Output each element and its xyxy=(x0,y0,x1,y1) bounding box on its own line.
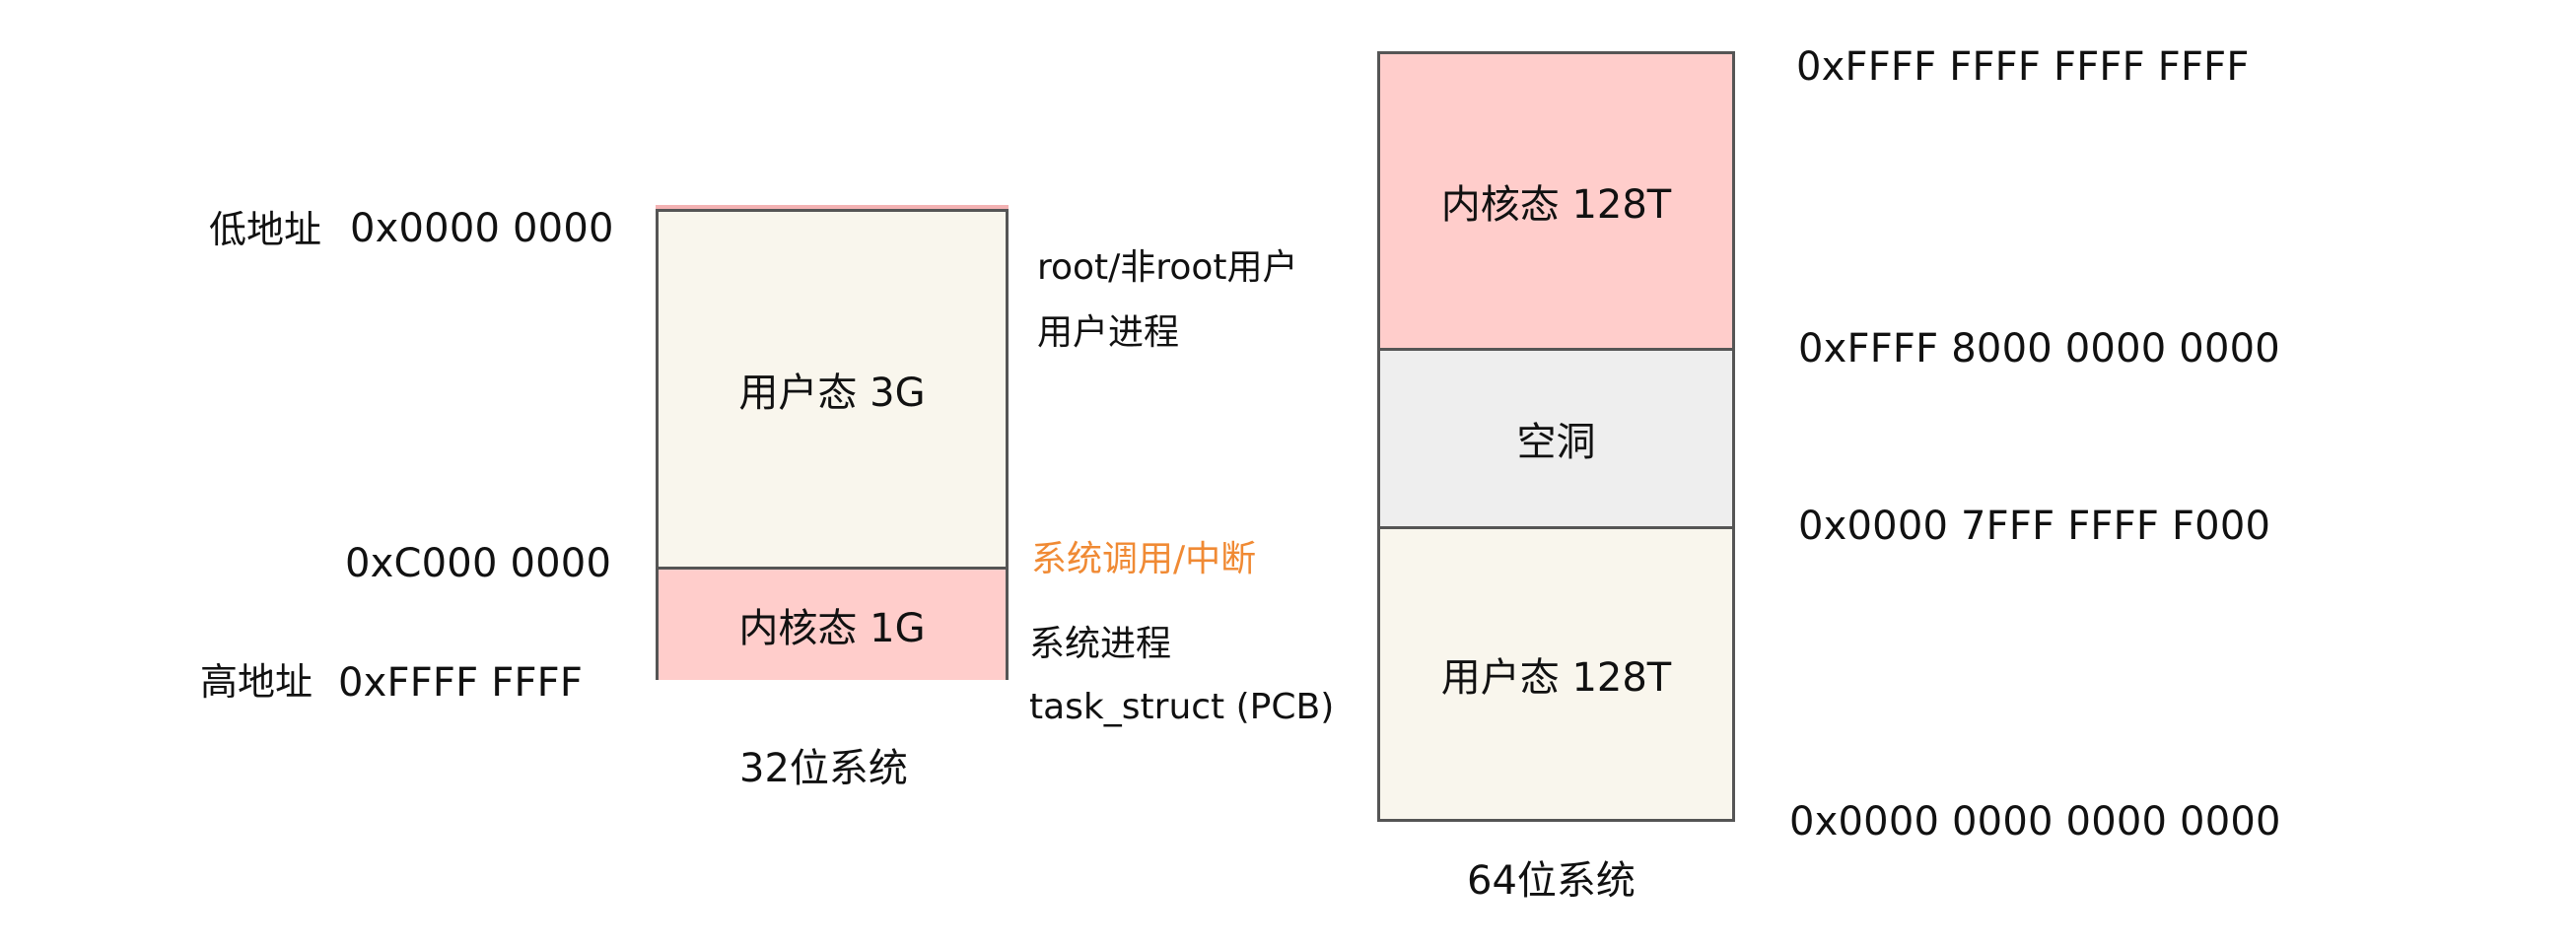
kernel-space-segment-64: 内核态 128T xyxy=(1380,54,1732,351)
high-address-label: 高地址 xyxy=(200,660,313,704)
note-user-type: root/非root用户 xyxy=(1037,247,1298,288)
user-space-label-64: 用户态 128T xyxy=(1440,655,1672,701)
address-64-kernel-start: 0xFFFF 8000 0000 0000 xyxy=(1798,326,2280,372)
kernel-space-label-64: 内核态 128T xyxy=(1440,182,1672,228)
address-hole-label: 空洞 xyxy=(1516,420,1596,465)
address-32-mid: 0xC000 0000 xyxy=(345,541,612,586)
memory-column-64bit: 内核态 128T 空洞 用户态 128T xyxy=(1377,51,1735,822)
user-space-segment-32: 用户态 3G xyxy=(656,209,1009,567)
address-64-user-end: 0x0000 7FFF FFFF F000 xyxy=(1798,504,2271,549)
low-address-label: 低地址 xyxy=(209,208,322,251)
note-syscall-interrupt: 系统调用/中断 xyxy=(1031,539,1257,579)
caption-32bit: 32位系统 xyxy=(739,746,908,791)
column-top-strip xyxy=(656,205,1009,209)
address-64-bottom: 0x0000 0000 0000 0000 xyxy=(1789,799,2281,845)
memory-column-32bit: 用户态 3G 内核态 1G xyxy=(656,205,1009,680)
caption-64bit: 64位系统 xyxy=(1467,858,1636,904)
note-user-process: 用户进程 xyxy=(1037,312,1180,353)
address-hole-segment: 空洞 xyxy=(1380,351,1732,529)
kernel-space-segment-32: 内核态 1G xyxy=(656,567,1009,680)
address-32-low: 0x0000 0000 xyxy=(350,206,614,251)
kernel-space-label-32: 内核态 1G xyxy=(738,606,926,651)
user-space-label-32: 用户态 3G xyxy=(738,371,926,416)
address-64-top: 0xFFFF FFFF FFFF FFFF xyxy=(1796,44,2250,90)
user-space-segment-64: 用户态 128T xyxy=(1380,529,1732,819)
note-task-struct: task_struct (PCB) xyxy=(1029,687,1335,727)
note-system-process: 系统进程 xyxy=(1029,624,1172,664)
address-32-high: 0xFFFF FFFF xyxy=(338,660,584,706)
